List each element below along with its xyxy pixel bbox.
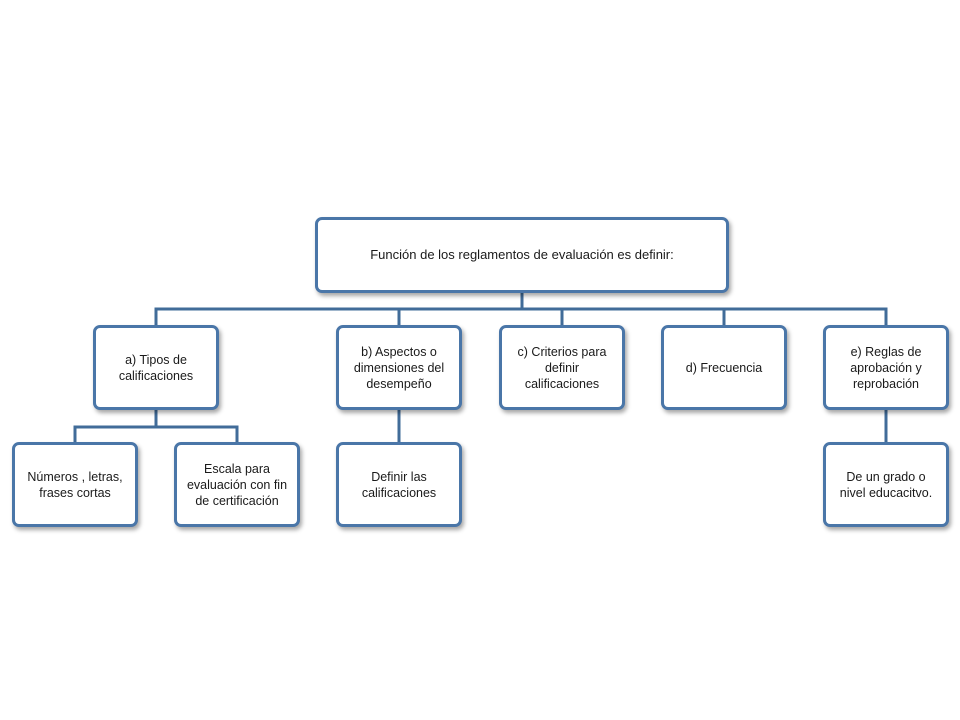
node-label: Escala para evaluación con fin de certif… xyxy=(186,461,288,508)
node-label: De un grado o nivel educacitvo. xyxy=(839,469,933,500)
node-criterios-calificaciones: c) Criterios para definir calificaciones xyxy=(499,325,625,410)
node-label: c) Criterios para definir calificaciones xyxy=(517,344,607,391)
node-aspectos-del-desempeno: b) Aspectos o dimensiones del desempeño xyxy=(336,325,462,410)
node-escala-certificacion: Escala para evaluación con fin de certif… xyxy=(174,442,300,527)
node-numeros-letras: Números , letras, frases cortas xyxy=(12,442,138,527)
node-reglas-aprobacion: e) Reglas de aprobación y reprobación xyxy=(823,325,949,410)
node-frecuencia: d) Frecuencia xyxy=(661,325,787,410)
node-label: Números , letras, frases cortas xyxy=(27,469,123,500)
root-node-label: Función de los reglamentos de evaluación… xyxy=(370,246,674,262)
node-label: a) Tipos de calificaciones xyxy=(118,352,194,383)
root-node: Función de los reglamentos de evaluación… xyxy=(315,217,729,293)
node-label: e) Reglas de aprobación y reprobación xyxy=(850,344,922,391)
node-grado-nivel-educativo: De un grado o nivel educacitvo. xyxy=(823,442,949,527)
node-tipos-de-calificaciones: a) Tipos de calificaciones xyxy=(93,325,219,410)
node-label: b) Aspectos o dimensiones del desempeño xyxy=(353,344,445,391)
node-label: d) Frecuencia xyxy=(685,360,763,375)
node-definir-calificaciones: Definir las calificaciones xyxy=(336,442,462,527)
node-label: Definir las calificaciones xyxy=(361,469,437,500)
